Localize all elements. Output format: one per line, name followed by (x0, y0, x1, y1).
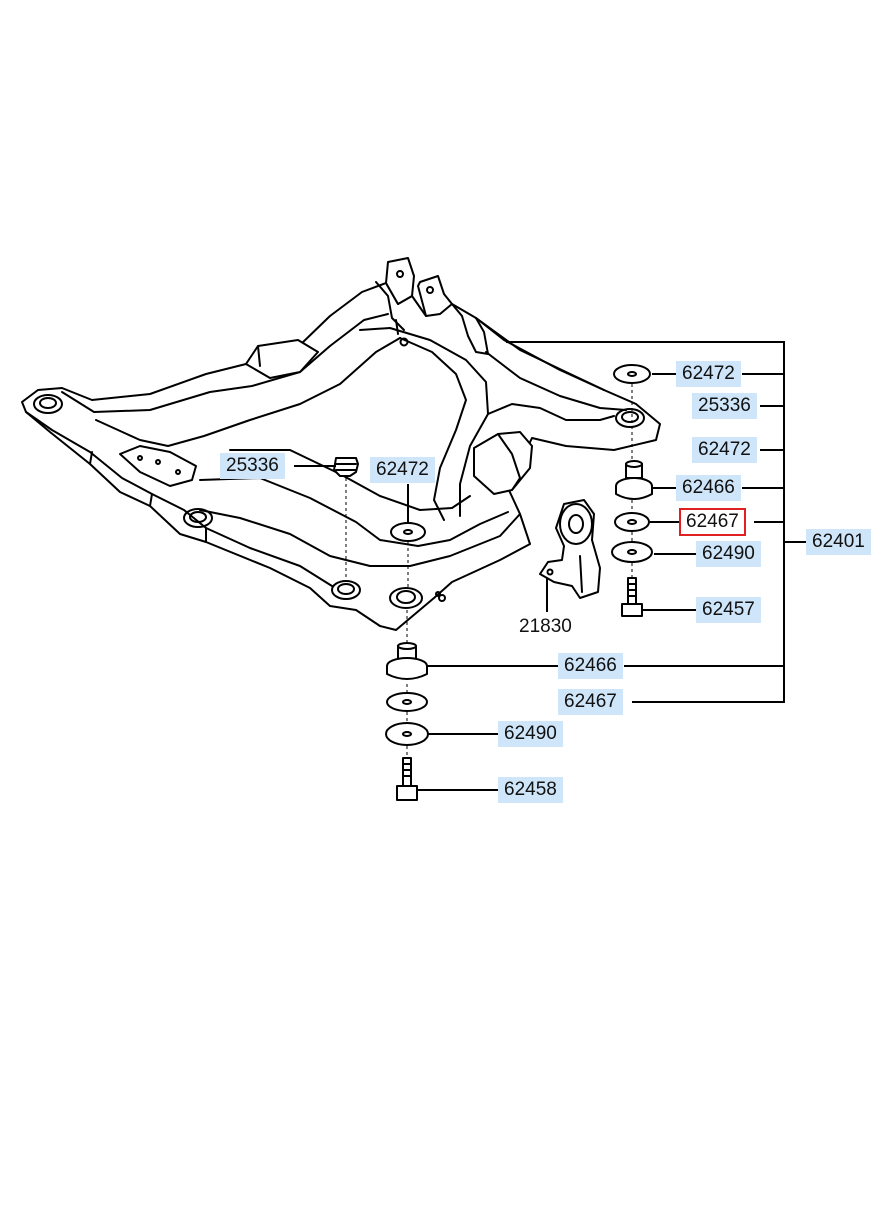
engine-mount-bracket-drawing (539, 499, 601, 599)
right-washer-62490-drawing (611, 541, 653, 563)
right-washer-62472-drawing (613, 364, 651, 384)
part-label-21830[interactable]: 21830 (519, 616, 572, 637)
part-label-62472-right-second[interactable]: 62472 (692, 437, 757, 463)
right-bushing-62466-drawing (615, 460, 653, 500)
center-bushing-62466-drawing (386, 642, 428, 680)
part-label-25336-left[interactable]: 25336 (220, 453, 285, 479)
part-label-62467-center[interactable]: 62467 (558, 689, 623, 715)
center-bolt-62458-drawing (396, 757, 418, 801)
part-label-25336-right[interactable]: 25336 (692, 393, 757, 419)
right-bolt-62457-drawing (621, 577, 643, 617)
part-label-62458[interactable]: 62458 (498, 777, 563, 803)
part-label-62490-right[interactable]: 62490 (696, 541, 761, 567)
assembly-lines (345, 384, 633, 758)
center-washer-62472-drawing (390, 522, 426, 542)
part-label-62466-center[interactable]: 62466 (558, 653, 623, 679)
part-label-62466-right[interactable]: 62466 (676, 475, 741, 501)
leader-lines (294, 341, 806, 791)
part-label-62457[interactable]: 62457 (696, 597, 761, 623)
right-washer-62467-drawing (614, 512, 650, 532)
part-label-62467-right-selected[interactable]: 62467 (679, 508, 746, 536)
part-label-62472-center[interactable]: 62472 (370, 457, 435, 483)
part-label-62472-right-top[interactable]: 62472 (676, 361, 741, 387)
subframe-crossmember-drawing (21, 257, 661, 631)
part-label-62401-assembly[interactable]: 62401 (806, 529, 871, 555)
part-label-62490-center[interactable]: 62490 (498, 721, 563, 747)
rubber-stopper-drawing (333, 457, 359, 477)
center-washer-62490-drawing (385, 722, 429, 746)
center-washer-62467-drawing (386, 692, 428, 712)
